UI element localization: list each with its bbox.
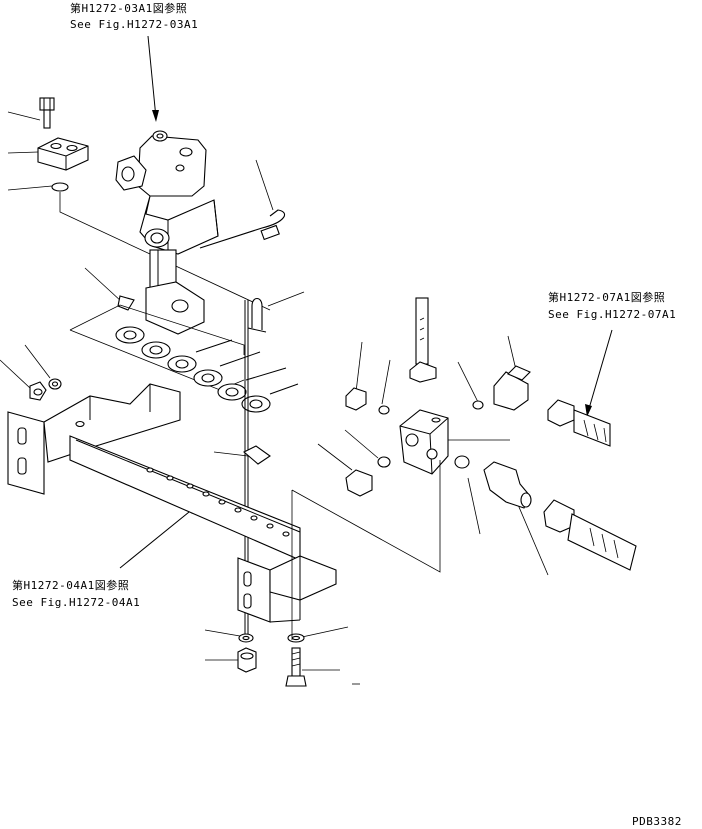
elbow-fitting[interactable] (493, 365, 531, 411)
ref-bottom[interactable]: 第H1272-04A1図参照 See Fig.H1272-04A1 (12, 578, 140, 609)
nut-left[interactable] (29, 381, 47, 401)
hose-fitting-right[interactable] (547, 399, 611, 447)
washer-bottom-right[interactable] (287, 633, 305, 643)
junction-block[interactable] (399, 409, 449, 475)
frame-rail[interactable] (69, 435, 301, 561)
plug-left-top[interactable] (345, 387, 367, 411)
ref-top-jp: 第H1272-03A1図参照 (70, 1, 187, 15)
drawing-code: PDB3382 (632, 815, 682, 828)
assembly-lines (291, 460, 441, 640)
flange-block[interactable] (37, 137, 89, 171)
plug-left-bottom[interactable] (345, 469, 373, 497)
manifold-plate[interactable] (69, 304, 299, 413)
adapter-fitting[interactable] (483, 461, 532, 509)
washer-bottom-left[interactable] (238, 633, 254, 643)
ref-right-jp: 第H1272-07A1図参照 (548, 290, 665, 304)
leader-lines (0, 111, 549, 685)
ref-right-en: See Fig.H1272-07A1 (548, 308, 676, 321)
ref-bottom-jp: 第H1272-04A1図参照 (12, 578, 129, 592)
end-bracket[interactable] (237, 555, 337, 623)
o-ring-top[interactable] (51, 182, 271, 311)
ref-top[interactable]: 第H1272-03A1図参照 See Fig.H1272-03A1 (70, 1, 198, 31)
valve-stem[interactable] (117, 249, 205, 335)
o-rings-right[interactable] (377, 400, 484, 469)
dipstick-tube[interactable] (409, 297, 437, 383)
hose-curved[interactable] (199, 209, 286, 249)
ref-right[interactable]: 第H1272-07A1図参照 See Fig.H1272-07A1 (548, 290, 676, 321)
u-bolt[interactable] (247, 297, 267, 333)
washer-left[interactable] (48, 378, 62, 390)
bolt-bottom[interactable] (285, 647, 307, 687)
flange-row (115, 326, 299, 413)
solenoid-valve[interactable] (115, 130, 219, 255)
nut-bottom[interactable] (237, 647, 257, 673)
hose-bottom-right[interactable] (543, 499, 637, 571)
ref-bottom-en: See Fig.H1272-04A1 (12, 596, 140, 609)
hex-bolt-top[interactable] (39, 97, 55, 129)
ref-top-en: See Fig.H1272-03A1 (70, 18, 198, 31)
